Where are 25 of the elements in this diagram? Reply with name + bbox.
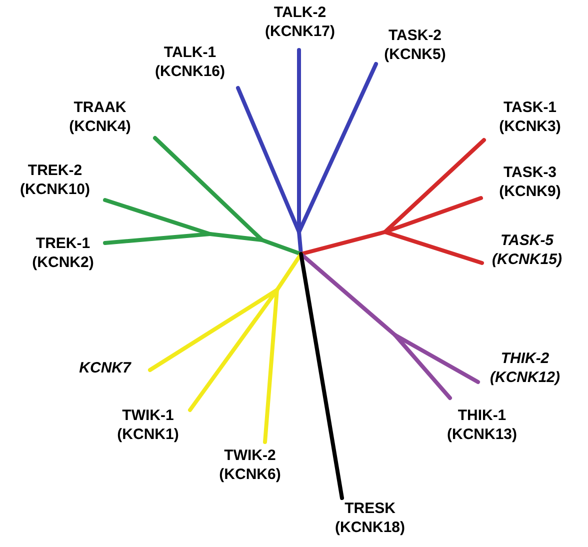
tree-branch (383, 230, 484, 265)
gene-label: TASK-1 (KCNK3) (499, 98, 561, 136)
tree-branch (103, 232, 212, 245)
tree-branch (153, 136, 264, 242)
tree-branch (297, 62, 378, 234)
gene-label: TALK-1 (KCNK16) (155, 43, 225, 81)
gene-label: TRESK (KCNK18) (335, 499, 405, 537)
gene-label: TASK-5 (KCNK15) (492, 231, 562, 269)
gene-label: TALK-2 (KCNK17) (265, 3, 335, 41)
gene-label: TASK-3 (KCNK9) (499, 163, 561, 201)
tree-branch (383, 196, 483, 234)
tree-branch (393, 333, 452, 400)
gene-label: TREK-1 (KCNK2) (32, 234, 94, 272)
gene-label: THIK-1 (KCNK13) (447, 406, 517, 444)
gene-label: TRAAK (KCNK4) (69, 98, 131, 136)
tree-branch (236, 86, 301, 234)
tree-branch (299, 252, 344, 500)
tree-branch (103, 198, 212, 236)
gene-label: TWIK-2 (KCNK6) (219, 446, 281, 484)
tree-branch (263, 288, 279, 444)
gene-label: TASK-2 (KCNK5) (384, 26, 446, 64)
gene-label: KCNK7 (79, 358, 131, 378)
gene-label: TWIK-1 (KCNK1) (117, 406, 179, 444)
gene-label: THIK-2 (KCNK12) (490, 349, 560, 387)
gene-label: TREK-2 (KCNK10) (20, 161, 90, 199)
